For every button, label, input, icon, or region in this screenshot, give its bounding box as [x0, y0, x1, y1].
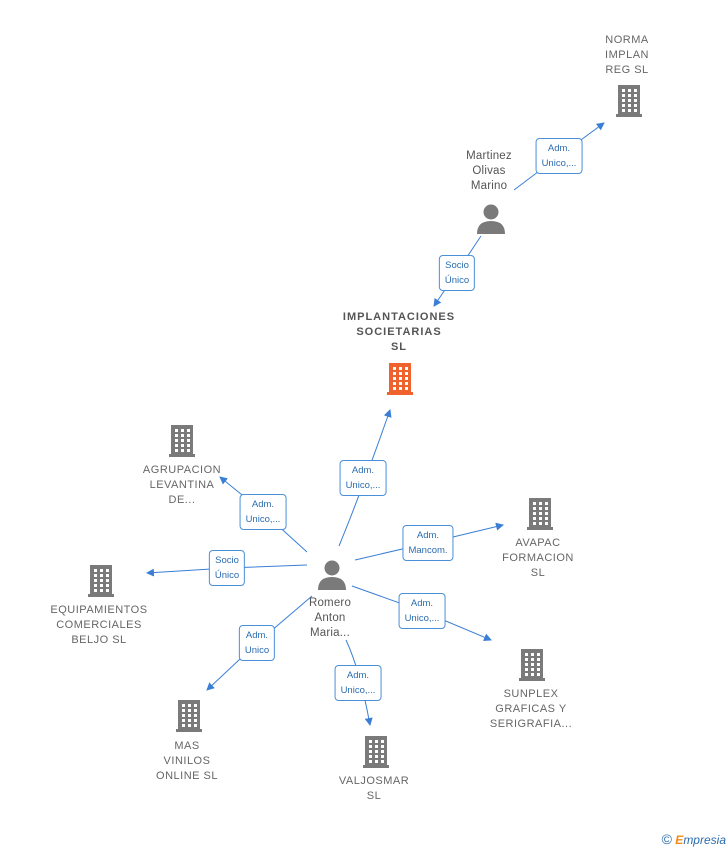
- edge-label-romero-mas-vinilos[interactable]: Adm. Unico: [238, 625, 276, 661]
- node-label-norma[interactable]: NORMA IMPLAN REG SL: [605, 34, 649, 76]
- brand-initial: E: [675, 833, 684, 847]
- edge-label-romero-sunplex[interactable]: Adm. Unico,...: [398, 593, 446, 629]
- edges-layer: [146, 122, 605, 726]
- node-label-valjosmar[interactable]: VALJOSMAR SL: [338, 775, 410, 802]
- edge-label-martinez-central[interactable]: Socio Único: [438, 255, 476, 291]
- node-label-agrupacion[interactable]: AGRUPACION LEVANTINA DE...: [142, 464, 222, 506]
- edge-label-romero-central[interactable]: Adm. Unico,...: [339, 460, 387, 496]
- norma-building-icon[interactable]: [616, 85, 642, 117]
- martinez-person-icon[interactable]: [477, 204, 505, 235]
- edge-label-romero-avapac[interactable]: Adm. Mancom.: [402, 525, 454, 561]
- brand-name: mpresia: [683, 833, 726, 847]
- romero-person-icon[interactable]: [318, 560, 346, 591]
- node-label-romero[interactable]: Romero Anton Maria...: [308, 597, 352, 639]
- footer-brand: © Empresia: [662, 831, 726, 847]
- valjosmar-building-icon[interactable]: [363, 736, 389, 768]
- node-label-mas-vinilos[interactable]: MAS VINILOS ONLINE SL: [156, 740, 218, 782]
- node-label-equipamientos[interactable]: EQUIPAMIENTOS COMERCIALES BELJO SL: [50, 604, 148, 646]
- central-building-icon[interactable]: [387, 363, 413, 395]
- agrupacion-building-icon[interactable]: [169, 425, 195, 457]
- edge-label-romero-agrupacion[interactable]: Adm. Unico,...: [239, 494, 287, 530]
- equipamientos-building-icon[interactable]: [88, 565, 114, 597]
- sunplex-building-icon[interactable]: [519, 649, 545, 681]
- edge-label-romero-equipamientos[interactable]: Socio Único: [208, 550, 246, 586]
- node-label-sunplex[interactable]: SUNPLEX GRAFICAS Y SERIGRAFIA...: [489, 688, 573, 730]
- node-label-central[interactable]: IMPLANTACIONES SOCIETARIAS SL: [342, 311, 456, 353]
- edge-label-martinez-norma[interactable]: Adm. Unico,...: [535, 138, 583, 174]
- node-label-avapac[interactable]: AVAPAC FORMACION SL: [502, 537, 574, 579]
- icons-layer: [88, 85, 642, 768]
- mas-vinilos-building-icon[interactable]: [176, 700, 202, 732]
- copyright-icon: ©: [661, 831, 672, 847]
- node-label-martinez[interactable]: Martinez Olivas Marino: [466, 150, 512, 192]
- edge-label-romero-valjosmar[interactable]: Adm. Unico,...: [334, 665, 382, 701]
- avapac-building-icon[interactable]: [527, 498, 553, 530]
